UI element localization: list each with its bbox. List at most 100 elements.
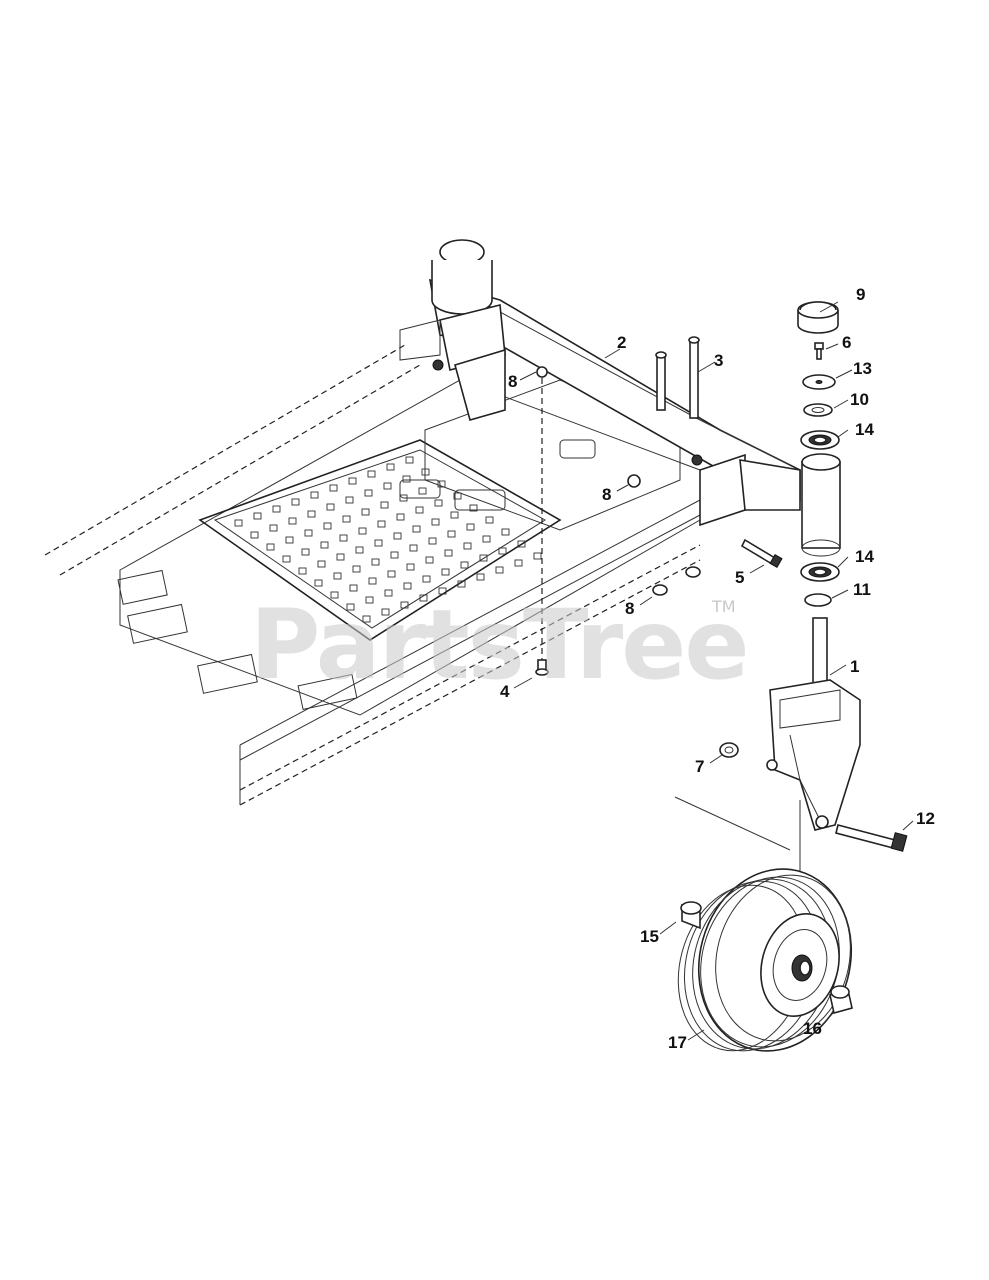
perforation-hole [380,501,389,509]
callout-8-mid: 8 [602,485,611,504]
perforation-hole [390,551,399,559]
perforation-hole [498,547,507,555]
nut-8-a [536,366,548,378]
bearing-14-top [800,430,840,450]
perforation-hole [405,456,414,464]
nut-8-c [652,566,701,596]
perforation-hole [428,537,437,545]
perforation-hole [441,568,450,576]
cap-9 [797,301,839,334]
perforation-hole [317,560,326,568]
callout-4: 4 [500,682,510,701]
callout-2: 2 [617,333,626,352]
perforation-hole [409,544,418,552]
watermark-text: PartsTree [250,589,747,701]
callout-15: 15 [640,927,659,946]
caster-fork [766,617,861,831]
perforation-hole [367,470,376,478]
perforation-hole [371,558,380,566]
perforation-hole [352,565,361,573]
bolt-5 [740,538,783,569]
perforation-hole [402,475,411,483]
callout-14-top: 14 [855,420,874,439]
callout-10: 10 [850,390,869,409]
nut-10 [803,403,833,417]
callout-13: 13 [853,359,872,378]
perforation-hole [330,591,339,599]
perforation-hole [517,540,526,548]
bolt-12 [835,824,908,852]
perforation-hole [361,508,370,516]
perforation-hole [386,463,395,471]
perforation-hole [348,477,357,485]
washer-13-hole [815,380,823,384]
perforation-hole [253,512,262,520]
perforation-hole [358,527,367,535]
perforation-hole [419,594,428,602]
perforation-hole [326,503,335,511]
perforation-hole [285,536,294,544]
perforation-hole [422,575,431,583]
perforation-hole [450,511,459,519]
perforation-hole [495,566,504,574]
perforation-hole [364,489,373,497]
perforation-hole [342,515,351,523]
perforation-hole [365,596,374,604]
foot-plate-holes [234,456,542,623]
callout-8-bottom: 8 [625,599,634,618]
perforation-hole [482,535,491,543]
callout-1: 1 [850,657,859,676]
callout-14-bottom: 14 [855,547,874,566]
callout-leaders [513,301,914,1041]
perforation-hole [463,542,472,550]
callout-12: 12 [916,809,935,828]
perforation-hole [460,561,469,569]
callout-11: 11 [853,580,871,599]
perforation-hole [333,572,342,580]
perforation-hole [291,498,300,506]
perforation-hole [282,555,291,563]
callout-6: 6 [842,333,851,352]
washer-11 [804,593,832,607]
perforation-hole [533,552,542,560]
perforation-hole [444,549,453,557]
callout-17: 17 [668,1033,687,1052]
bolts-3 [655,336,700,419]
perforation-hole [250,531,259,539]
perforation-hole [383,482,392,490]
bearing-14-bottom [800,562,840,582]
perforation-hole [431,518,440,526]
perforation-hole [298,567,307,575]
perforation-hole [269,524,278,532]
perforation-hole [418,487,427,495]
perforation-hole [437,480,446,488]
perforation-hole [310,491,319,499]
perforation-hole [368,577,377,585]
foot-plate [198,439,562,641]
spindle-tube [801,453,841,557]
perforation-hole [336,553,345,561]
perforation-hole [457,580,466,588]
perforation-hole [362,615,371,623]
perforation-hole [396,513,405,521]
perforation-hole [400,601,409,609]
perforation-hole [466,523,475,531]
perforation-hole [323,522,332,530]
perforation-hole [345,496,354,504]
screw-4 [535,659,549,676]
perforation-hole [301,548,310,556]
perforation-hole [453,492,462,500]
front-axle [399,239,801,527]
perforation-hole [320,541,329,549]
perforation-hole [469,504,478,512]
bolt-6 [814,342,824,360]
perforation-hole [349,584,358,592]
perforation-hole [329,484,338,492]
perforation-hole [355,546,364,554]
perforation-hole [374,539,383,547]
perforation-hole [425,556,434,564]
perforation-hole [314,579,323,587]
perforation-hole [403,582,412,590]
perforation-hole [447,530,456,538]
